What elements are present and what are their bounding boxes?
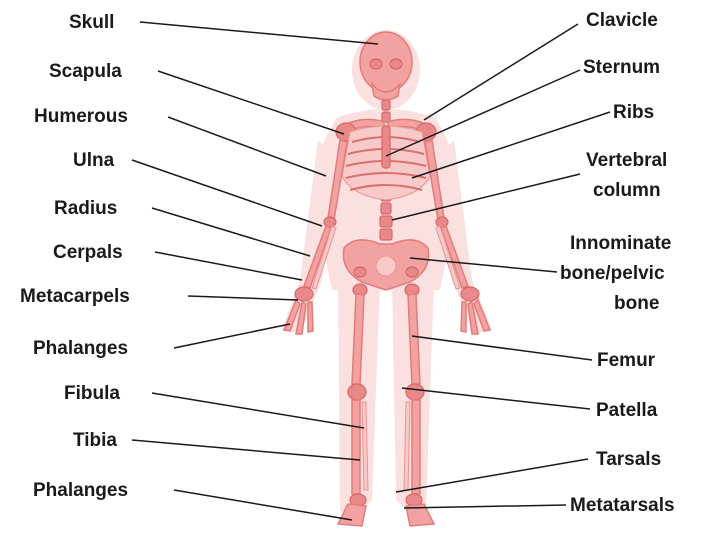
skeleton-figure: [282, 30, 492, 526]
leader-patella: [402, 388, 590, 409]
label-femur: Femur: [597, 350, 656, 371]
leader-metacarpels: [188, 296, 298, 300]
leader-skull: [140, 22, 378, 44]
label-humerous: Humerous: [34, 106, 128, 127]
label-innominate: Innominate: [570, 233, 671, 254]
left-labels: Skull Scapula Humerous Ulna Radius Cerpa…: [20, 12, 130, 501]
leader-scapula: [158, 71, 344, 134]
label-metacarpels: Metacarpels: [20, 286, 130, 307]
label-tarsals: Tarsals: [596, 449, 661, 470]
leader-radius: [152, 208, 310, 256]
label-sternum: Sternum: [583, 57, 660, 78]
label-fibula: Fibula: [64, 383, 120, 404]
label-column: column: [593, 180, 661, 201]
label-tibia: Tibia: [73, 430, 117, 451]
label-patella: Patella: [596, 400, 658, 421]
label-radius: Radius: [54, 198, 117, 219]
leader-metatarsals: [404, 505, 566, 508]
label-cerpals: Cerpals: [53, 242, 123, 263]
right-labels: Clavicle Sternum Ribs Vertebral column I…: [560, 10, 675, 516]
label-skull: Skull: [69, 12, 114, 33]
ribcage-bone: [342, 126, 430, 200]
leader-ulna: [132, 160, 322, 226]
label-phalanges-foot: Phalanges: [33, 480, 128, 501]
label-scapula: Scapula: [49, 61, 122, 82]
label-bone-pelvic: bone/pelvic: [560, 263, 665, 284]
leader-femur: [412, 336, 592, 360]
label-clavicle: Clavicle: [586, 10, 658, 31]
leader-phalanges-foot: [174, 490, 352, 520]
leader-tibia: [132, 440, 360, 460]
leader-phalanges-hand: [174, 324, 290, 348]
label-bone: bone: [614, 293, 659, 314]
label-metatarsals: Metatarsals: [570, 495, 675, 516]
leader-humerous: [168, 117, 326, 176]
leader-cerpals: [155, 252, 302, 280]
leader-fibula: [152, 393, 364, 428]
label-ribs: Ribs: [613, 102, 654, 123]
label-phalanges-hand: Phalanges: [33, 338, 128, 359]
label-vertebral: Vertebral: [586, 150, 667, 171]
label-ulna: Ulna: [73, 150, 115, 171]
